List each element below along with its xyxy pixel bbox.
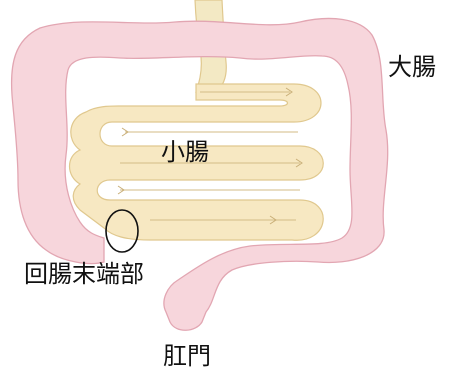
anus-label: 肛門 xyxy=(163,342,211,370)
arrow-2 xyxy=(295,158,303,168)
small-intestine-label: 小腸 xyxy=(161,138,209,166)
terminal-ileum-label: 回腸末端部 xyxy=(24,260,144,288)
arrow-4 xyxy=(269,215,277,225)
large-intestine xyxy=(10,17,389,331)
small-intestine xyxy=(68,83,324,241)
terminal-ileum-marker xyxy=(105,209,139,253)
colon-shape xyxy=(10,17,389,331)
arrow-3 xyxy=(117,185,125,195)
arrow-1 xyxy=(121,127,129,137)
arrow-0 xyxy=(285,87,293,97)
small-intestine-body xyxy=(68,83,324,241)
large-intestine-label: 大腸 xyxy=(388,53,436,81)
